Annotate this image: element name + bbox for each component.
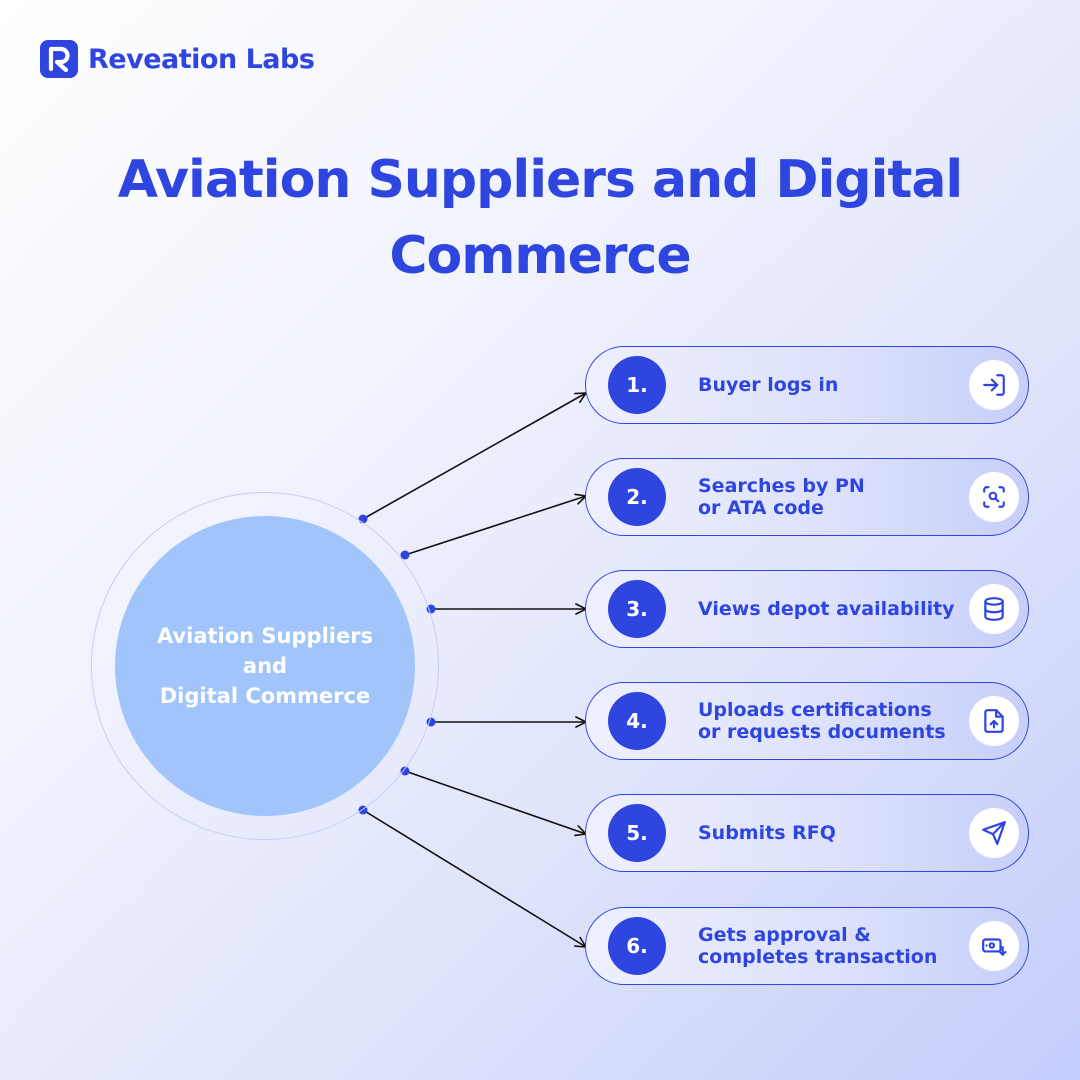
payment-icon bbox=[969, 921, 1019, 971]
hub-outer-ring bbox=[91, 492, 439, 840]
connector-dot-2 bbox=[400, 550, 410, 560]
connector-line-6 bbox=[362, 809, 587, 948]
reveation-r-logo-icon bbox=[40, 40, 78, 78]
step-label-line-2: or ATA code bbox=[698, 497, 824, 519]
title-line-2: Commerce bbox=[389, 226, 691, 286]
step-label: Submits RFQ bbox=[698, 795, 836, 871]
step-label-line-1: Searches by PN bbox=[698, 475, 865, 497]
step-pill-6: 6. Gets approval & completes transaction bbox=[585, 907, 1029, 985]
hub-circle: Aviation Suppliers and Digital Commerce bbox=[115, 516, 415, 816]
login-icon bbox=[969, 360, 1019, 410]
brand: Reveation Labs bbox=[40, 40, 315, 78]
step-label-line-1: Submits RFQ bbox=[698, 822, 836, 844]
step-number-badge: 6. bbox=[608, 917, 666, 975]
step-pill-1: 1. Buyer logs in bbox=[585, 346, 1029, 424]
step-label-line-1: Buyer logs in bbox=[698, 374, 839, 396]
connector-line-5 bbox=[404, 770, 587, 837]
connector-line-1 bbox=[362, 392, 587, 520]
hub-label-line-2: and bbox=[242, 654, 288, 678]
hub-label-line-1: Aviation Suppliers bbox=[156, 624, 374, 648]
step-number-badge: 1. bbox=[608, 356, 666, 414]
step-pill-3: 3. Views depot availability bbox=[585, 570, 1029, 648]
step-label-line-2: or requests documents bbox=[698, 721, 946, 743]
step-pill-4: 4. Uploads certifications or requests do… bbox=[585, 682, 1029, 760]
step-label-line-1: Views depot availability bbox=[698, 598, 955, 620]
step-pill-2: 2. Searches by PN or ATA code bbox=[585, 458, 1029, 536]
page-title: Aviation Suppliers and Digital Commerce bbox=[0, 142, 1080, 294]
title-line-1: Aviation Suppliers and Digital bbox=[117, 150, 964, 210]
step-number-badge: 3. bbox=[608, 580, 666, 638]
step-label: Gets approval & completes transaction bbox=[698, 908, 937, 984]
step-label-line-1: Uploads certifications bbox=[698, 699, 932, 721]
connector-line-2 bbox=[404, 493, 587, 556]
send-icon bbox=[969, 808, 1019, 858]
step-label: Buyer logs in bbox=[698, 347, 838, 423]
step-number-badge: 5. bbox=[608, 804, 666, 862]
step-label: Views depot availability bbox=[698, 571, 955, 647]
scan-search-icon bbox=[969, 472, 1019, 522]
step-pill-5: 5. Submits RFQ bbox=[585, 794, 1029, 872]
step-label-line-1: Gets approval & bbox=[698, 924, 871, 946]
step-number-badge: 4. bbox=[608, 692, 666, 750]
database-icon bbox=[969, 584, 1019, 634]
hub-label: Aviation Suppliers and Digital Commerce bbox=[157, 621, 373, 711]
hub-label-line-3: Digital Commerce bbox=[159, 684, 371, 708]
step-label: Uploads certifications or requests docum… bbox=[698, 683, 946, 759]
step-label: Searches by PN or ATA code bbox=[698, 459, 865, 535]
step-label-line-2: completes transaction bbox=[698, 946, 938, 968]
step-number-badge: 2. bbox=[608, 468, 666, 526]
file-upload-icon bbox=[969, 696, 1019, 746]
brand-name: Reveation Labs bbox=[88, 43, 315, 75]
